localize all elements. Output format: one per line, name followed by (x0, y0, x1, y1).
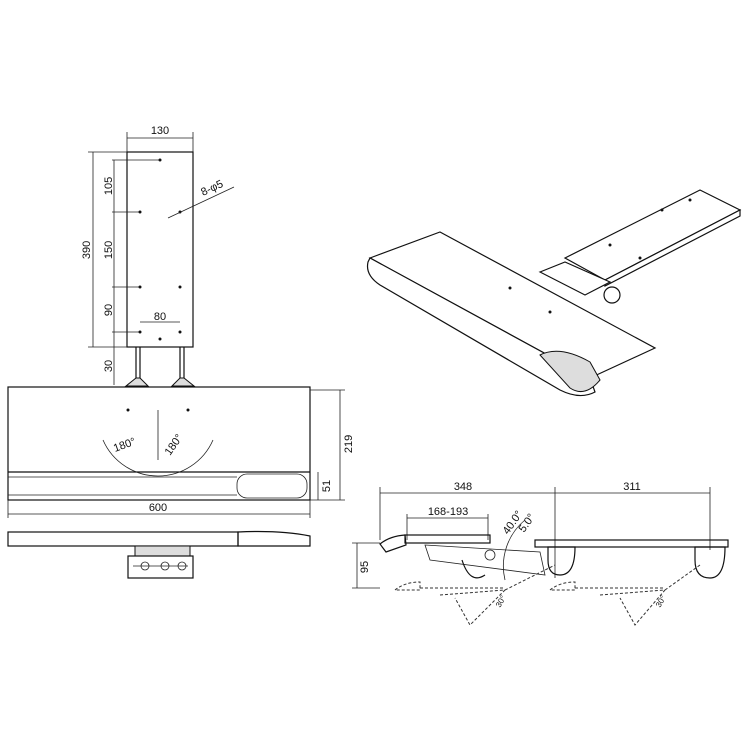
dim-slide-range: 168-193 (428, 506, 468, 518)
dim-leg-30: 30 (103, 360, 115, 372)
dim-drop-95: 95 (359, 561, 371, 573)
dim-extension-348: 348 (454, 481, 472, 493)
holes-callout: 8-φ5 (199, 178, 225, 199)
lower-angle-2: 30° (654, 594, 668, 609)
swivel-left-angle: 180° (112, 436, 137, 455)
lower-angle-1: 30° (494, 594, 508, 609)
dim-mount-311: 311 (623, 481, 641, 493)
dim-spacing-90: 90 (103, 304, 115, 316)
dim-hole-spacing: 80 (154, 311, 166, 323)
swivel-right-angle: 180° (163, 432, 186, 458)
dim-spacing-150: 150 (103, 241, 115, 259)
dim-wrist-51: 51 (321, 480, 333, 492)
tray-side-view (7, 530, 311, 579)
tray-isometric-view (366, 189, 742, 397)
dim-width-600: 600 (149, 502, 167, 514)
dim-plate-height: 390 (81, 241, 93, 259)
tray-plan-view: 180° 180° 219 51 600 (7, 386, 355, 518)
articulation-side-view: 348 311 168-193 40.0° 5.0° 95 30° 30° (352, 481, 729, 626)
dim-plate-width: 130 (151, 125, 169, 137)
dim-spacing-105: 105 (103, 177, 115, 195)
dim-depth-219: 219 (343, 435, 355, 453)
mounting-plate-top-view: 130 390 105 150 90 30 80 8-φ5 (81, 125, 235, 387)
